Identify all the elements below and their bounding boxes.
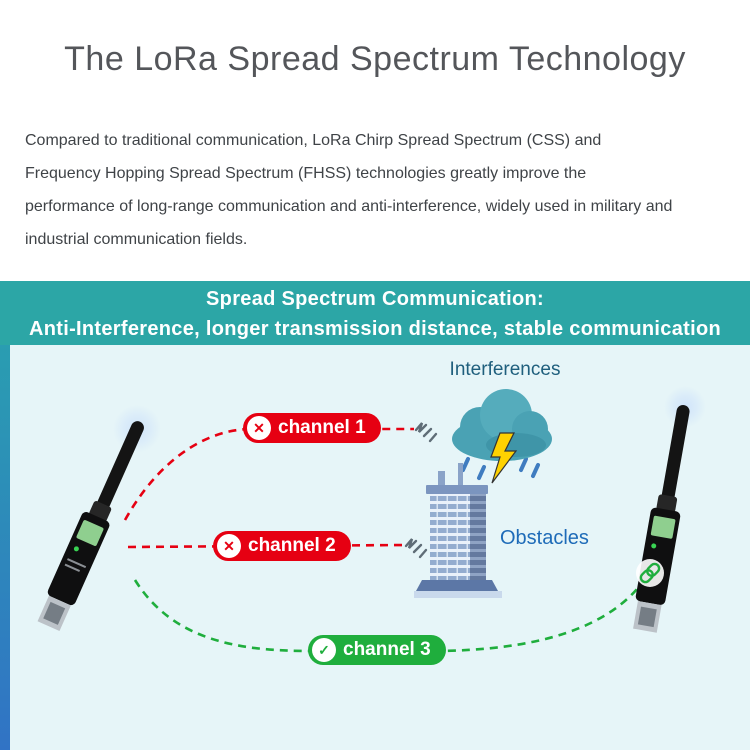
blocked-icon: ✕ [247, 416, 271, 440]
channel-3-line [133, 579, 644, 653]
interference-cloud-icon [452, 389, 552, 484]
channel-1-badge: ✕ channel 1 [243, 413, 381, 443]
diagram-header: Spread Spectrum Communication: Anti-Inte… [0, 281, 750, 345]
diagram-body: Interferences Obstacles ✕ channel 1 ✕ ch… [0, 345, 750, 750]
channel-2-line [127, 543, 405, 549]
page-title: The LoRa Spread Spectrum Technology [64, 40, 686, 78]
blocked-icon: ✕ [217, 534, 241, 558]
diagram-panel: Spread Spectrum Communication: Anti-Inte… [0, 281, 750, 750]
intro-line-2: Frequency Hopping Spread Spectrum (FHSS)… [25, 165, 587, 182]
check-icon: ✓ [312, 638, 336, 662]
diagram-canvas [37, 386, 706, 653]
interferences-label: Interferences [449, 359, 561, 380]
diagram-header-line1: Spread Spectrum Communication: [206, 288, 544, 310]
channel-2-badge: ✕ channel 2 [213, 531, 351, 561]
link-icon [636, 559, 664, 587]
intro-line-4: industrial communication fields. [25, 231, 248, 248]
interference-break-icon-2 [404, 538, 428, 559]
channel-3-badge: ✓ channel 3 [308, 635, 446, 665]
lora-dongle-left-icon [37, 421, 144, 632]
obstacles-label: Obstacles [500, 527, 589, 549]
interference-break-icon-1 [414, 422, 438, 443]
channel-3-label: channel 3 [343, 639, 431, 660]
intro-line-3: performance of long-range communication … [25, 198, 673, 215]
left-accent-bar [0, 345, 10, 750]
lightning-icon [490, 432, 518, 484]
channel-2-label: channel 2 [248, 535, 336, 556]
lora-dongle-right-icon [633, 404, 690, 633]
rain-icon [461, 457, 540, 480]
building-icon [414, 463, 502, 598]
channel-1-label: channel 1 [278, 417, 366, 438]
intro-line-1: Compared to traditional communication, L… [25, 132, 602, 149]
intro-paragraph: Compared to traditional communication, L… [25, 124, 740, 256]
diagram-header-line2: Anti-Interference, longer transmission d… [29, 318, 721, 340]
